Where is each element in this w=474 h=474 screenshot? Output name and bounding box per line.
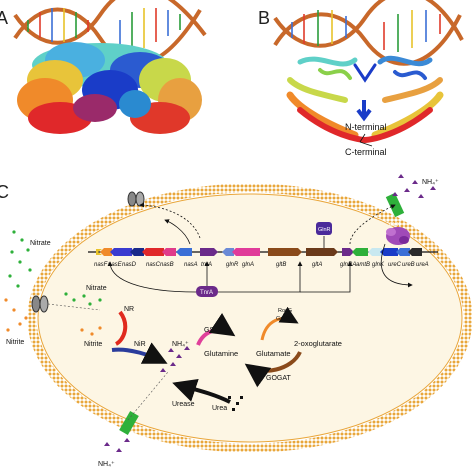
gene-nasE: nasE bbox=[108, 262, 123, 268]
nh4-bottom-label: NH₄⁺ bbox=[98, 461, 115, 468]
panel-c-label: C bbox=[0, 182, 9, 202]
gene-nasB: nasB bbox=[160, 262, 174, 268]
gogat-label: GOGAT bbox=[266, 375, 291, 382]
nr-arrow bbox=[114, 310, 128, 346]
nh4-import-path bbox=[127, 371, 169, 421]
nitrate-in-label: Nitrate bbox=[86, 285, 107, 292]
urease-arrow bbox=[172, 378, 231, 404]
gdh-label: GdhB bbox=[276, 316, 290, 322]
nir-arrow bbox=[111, 342, 168, 364]
nitrate-dots-out bbox=[8, 230, 32, 288]
n-terminal-label: N-terminal bbox=[345, 122, 387, 132]
panel-a: A bbox=[0, 0, 207, 134]
gene-nasF: nasF bbox=[94, 262, 108, 268]
glnr-protein: GlnR bbox=[316, 222, 332, 235]
gs-label: GS bbox=[204, 327, 214, 334]
n-terminal-marker bbox=[356, 100, 372, 122]
glutamate-label: Glutamate bbox=[256, 349, 291, 358]
gene-ureC: ureC bbox=[388, 262, 402, 268]
panel-b-label: B bbox=[258, 8, 270, 28]
panel-b: B bbox=[258, 0, 464, 157]
panel-c: C NH₄⁺ Nitrate bbox=[0, 174, 473, 468]
gene-glnR: glnR bbox=[226, 262, 239, 268]
gene-gltB: gltB bbox=[276, 262, 286, 268]
glnk-protein: GlnK bbox=[386, 222, 410, 245]
gene-amtB: amtB bbox=[356, 262, 370, 268]
dna-helix-a bbox=[13, 0, 207, 66]
nh4-dots-top bbox=[392, 174, 436, 198]
glutamine-label: Glutamine bbox=[204, 349, 238, 358]
urea-squares bbox=[228, 396, 243, 411]
nh4-inner-label: NH₄⁺ bbox=[172, 341, 189, 348]
regulatory-lines bbox=[107, 202, 413, 293]
panel-a-label: A bbox=[0, 8, 8, 28]
rocg-label: RocG bbox=[278, 308, 292, 314]
c-terminal-label: C-terminal bbox=[345, 147, 387, 157]
nh4-dots-inner bbox=[160, 346, 190, 372]
nitrate-transporter-top bbox=[127, 191, 145, 207]
gene-nasC: nasC bbox=[146, 262, 161, 268]
nitrite-dots-out bbox=[4, 298, 28, 332]
oxoglutarate-label: 2-oxoglutarate bbox=[294, 339, 342, 348]
nitrate-dots-in bbox=[64, 292, 102, 306]
nitrate-out-label: Nitrate bbox=[30, 240, 51, 247]
glnr-label: GlnR bbox=[318, 227, 331, 233]
nh4-dots-bottom bbox=[104, 438, 130, 452]
nitrite-out-label: Nitrite bbox=[6, 339, 24, 346]
nitrite-in-label: Nitrite bbox=[84, 341, 102, 348]
gene-gltA: gltA bbox=[312, 262, 322, 268]
gene-glnRA: glnRA bbox=[340, 262, 356, 268]
gene-tnrA: tnrA bbox=[201, 262, 212, 268]
gs-arrow bbox=[196, 312, 236, 346]
protein-surface-a bbox=[17, 42, 202, 134]
gene-arrows bbox=[96, 248, 422, 256]
tnra-label: TnrA bbox=[200, 290, 213, 296]
cell-membrane bbox=[27, 183, 473, 453]
gene-ureA: ureA bbox=[416, 262, 429, 268]
urease-label: Urease bbox=[172, 401, 195, 408]
amt-transporter-bottom bbox=[119, 410, 139, 436]
gene-glnA: glnA bbox=[242, 262, 254, 268]
dna-helix-b bbox=[273, 0, 464, 66]
urea-label: Urea bbox=[212, 405, 227, 412]
glnk-label: GlnK bbox=[389, 222, 401, 228]
gogat-arrow bbox=[244, 351, 302, 388]
nir-label: NiR bbox=[134, 341, 146, 348]
nitrate-import-path bbox=[47, 303, 101, 311]
nitrite-dots-in bbox=[80, 326, 102, 336]
nr-label: NR bbox=[124, 306, 134, 313]
tnra-protein: TnrA bbox=[196, 286, 218, 297]
protein-ribbon-b bbox=[286, 55, 444, 144]
gene-ureB: ureB bbox=[402, 262, 415, 268]
gdh-arrow bbox=[260, 306, 299, 341]
gene-nasA: nasA bbox=[184, 262, 198, 268]
nitrate-transporter-left bbox=[31, 295, 49, 313]
gene-glnK: glnK bbox=[372, 262, 385, 268]
gene-nasD: nasD bbox=[122, 262, 137, 268]
nh4-top-label: NH₄⁺ bbox=[422, 179, 439, 186]
